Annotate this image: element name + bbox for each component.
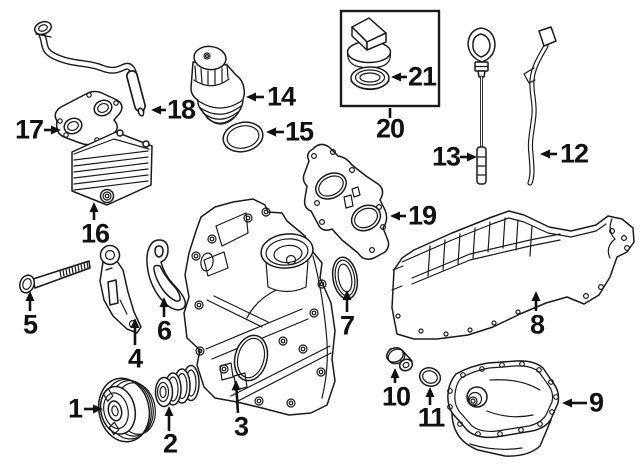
callout-label-17[interactable]: 17 bbox=[14, 114, 44, 145]
callout-label-12[interactable]: 12 bbox=[559, 138, 589, 169]
callout-label-20[interactable]: 20 bbox=[375, 113, 405, 144]
callout-label-1[interactable]: 1 bbox=[67, 393, 83, 424]
oil-filter-element bbox=[190, 45, 246, 125]
arrow-17 bbox=[44, 125, 61, 135]
arrow-9 bbox=[562, 398, 587, 408]
arrow-5 bbox=[25, 291, 35, 311]
timing-cover-gasket bbox=[302, 143, 390, 260]
filler-cap-seal bbox=[350, 66, 390, 91]
drain-plug bbox=[385, 346, 414, 372]
seal-ring bbox=[418, 367, 442, 387]
callout-label-6[interactable]: 6 bbox=[156, 315, 172, 346]
arrow-8 bbox=[531, 291, 541, 311]
arrow-1 bbox=[84, 404, 103, 414]
dipstick bbox=[467, 27, 496, 185]
arrow-6 bbox=[159, 297, 169, 317]
callout-label-16[interactable]: 16 bbox=[80, 218, 110, 249]
callout-label-11[interactable]: 11 bbox=[417, 402, 446, 433]
upper-oil-pan bbox=[391, 210, 635, 340]
arrow-11 bbox=[425, 387, 435, 405]
oil-cooler bbox=[71, 129, 153, 206]
oil-filler-cap bbox=[346, 17, 392, 69]
damper-hub bbox=[154, 364, 200, 408]
crankshaft-pulley bbox=[97, 377, 156, 443]
arrow-14 bbox=[246, 92, 264, 102]
arrow-15 bbox=[266, 127, 284, 137]
callout-label-3[interactable]: 3 bbox=[233, 411, 249, 442]
callout-arrows bbox=[25, 72, 587, 431]
arrow-18 bbox=[151, 105, 166, 115]
bolt bbox=[18, 260, 91, 294]
chain-tensioner-gasket bbox=[146, 239, 187, 311]
arrow-16 bbox=[89, 202, 99, 220]
arrow-21 bbox=[391, 72, 407, 82]
callout-label-15[interactable]: 15 bbox=[284, 116, 314, 147]
timing-cover bbox=[183, 198, 336, 416]
callout-label-7[interactable]: 7 bbox=[339, 310, 355, 341]
callout-label-8[interactable]: 8 bbox=[529, 309, 545, 340]
callout-label-18[interactable]: 18 bbox=[166, 94, 196, 125]
callout-label-2[interactable]: 2 bbox=[162, 428, 178, 459]
arrow-2 bbox=[164, 406, 174, 431]
oil-pipe bbox=[34, 20, 146, 117]
callout-label-10[interactable]: 10 bbox=[381, 381, 411, 412]
dipstick-tube bbox=[523, 26, 557, 186]
arrow-13 bbox=[460, 152, 477, 162]
kit-box bbox=[339, 9, 441, 108]
callout-label-21[interactable]: 21 bbox=[407, 61, 437, 92]
callout-label-5[interactable]: 5 bbox=[22, 309, 38, 340]
filter-o-ring bbox=[222, 121, 264, 153]
lower-oil-pan bbox=[447, 360, 560, 457]
crankshaft-seal bbox=[331, 256, 359, 300]
arrow-3 bbox=[231, 380, 241, 414]
arrow-12 bbox=[540, 149, 557, 159]
arrow-10 bbox=[390, 368, 400, 383]
callout-label-19[interactable]: 19 bbox=[407, 200, 437, 231]
callout-label-4[interactable]: 4 bbox=[127, 343, 143, 374]
arrow-19 bbox=[390, 211, 406, 221]
arrow-4 bbox=[130, 318, 140, 345]
callout-label-13[interactable]: 13 bbox=[431, 141, 461, 172]
callout-label-9[interactable]: 9 bbox=[588, 387, 604, 418]
oil-cooler-gasket bbox=[54, 90, 123, 146]
callout-label-14[interactable]: 14 bbox=[266, 81, 296, 112]
arrow-7 bbox=[342, 290, 352, 312]
